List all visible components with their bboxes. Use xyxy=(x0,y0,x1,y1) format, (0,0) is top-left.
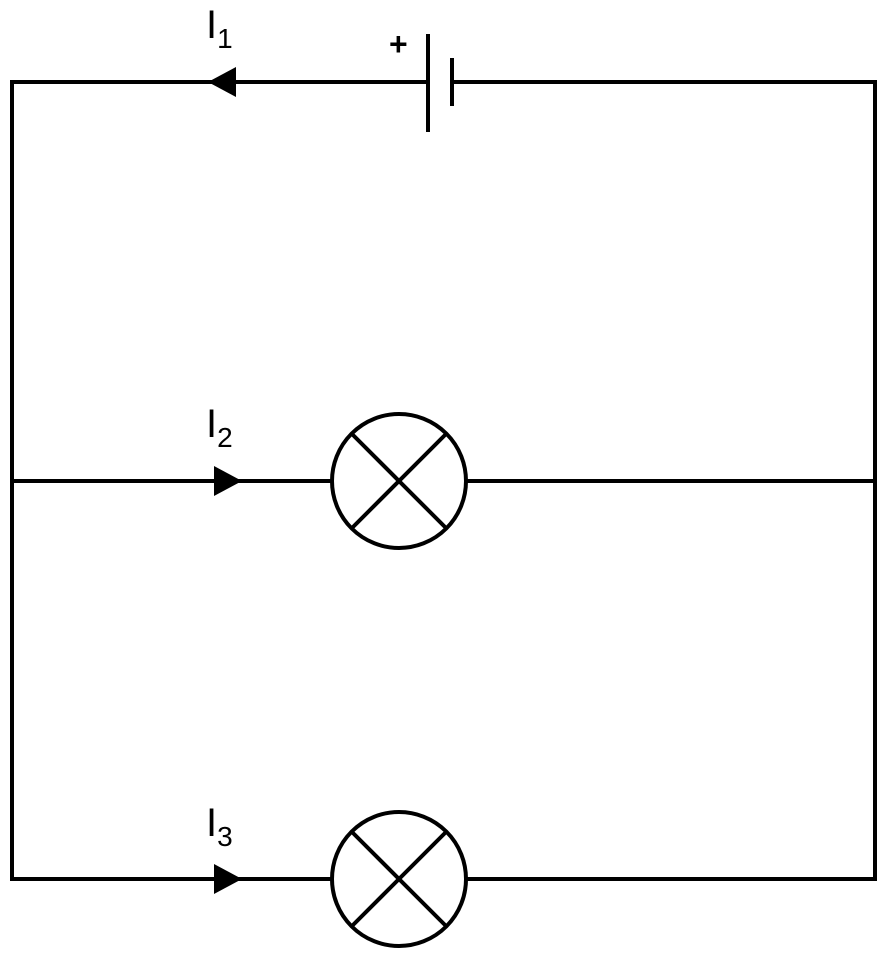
lamp-2-filament-b xyxy=(350,830,448,928)
lamp-1-filament-b xyxy=(350,432,448,530)
current-label-i1-symbol: I xyxy=(206,3,217,47)
current-label-i2: I2 xyxy=(206,402,233,453)
current-label-i2-subscript: 2 xyxy=(217,422,233,453)
current-label-i3-symbol: I xyxy=(206,801,217,845)
battery-cell: + xyxy=(389,26,454,132)
current-label-i1-subscript: 1 xyxy=(217,23,233,54)
lamp-1 xyxy=(330,412,468,550)
lamp-2 xyxy=(330,810,468,948)
current-label-i1: I1 xyxy=(206,3,233,54)
current-arrow-i1 xyxy=(208,67,236,97)
current-label-i3-subscript: 3 xyxy=(217,821,233,852)
current-label-i3: I3 xyxy=(206,801,233,852)
battery-polarity-label: + xyxy=(389,26,408,62)
current-arrow-i2 xyxy=(214,466,242,496)
current-arrow-i3 xyxy=(214,864,242,894)
current-label-i2-symbol: I xyxy=(206,402,217,446)
